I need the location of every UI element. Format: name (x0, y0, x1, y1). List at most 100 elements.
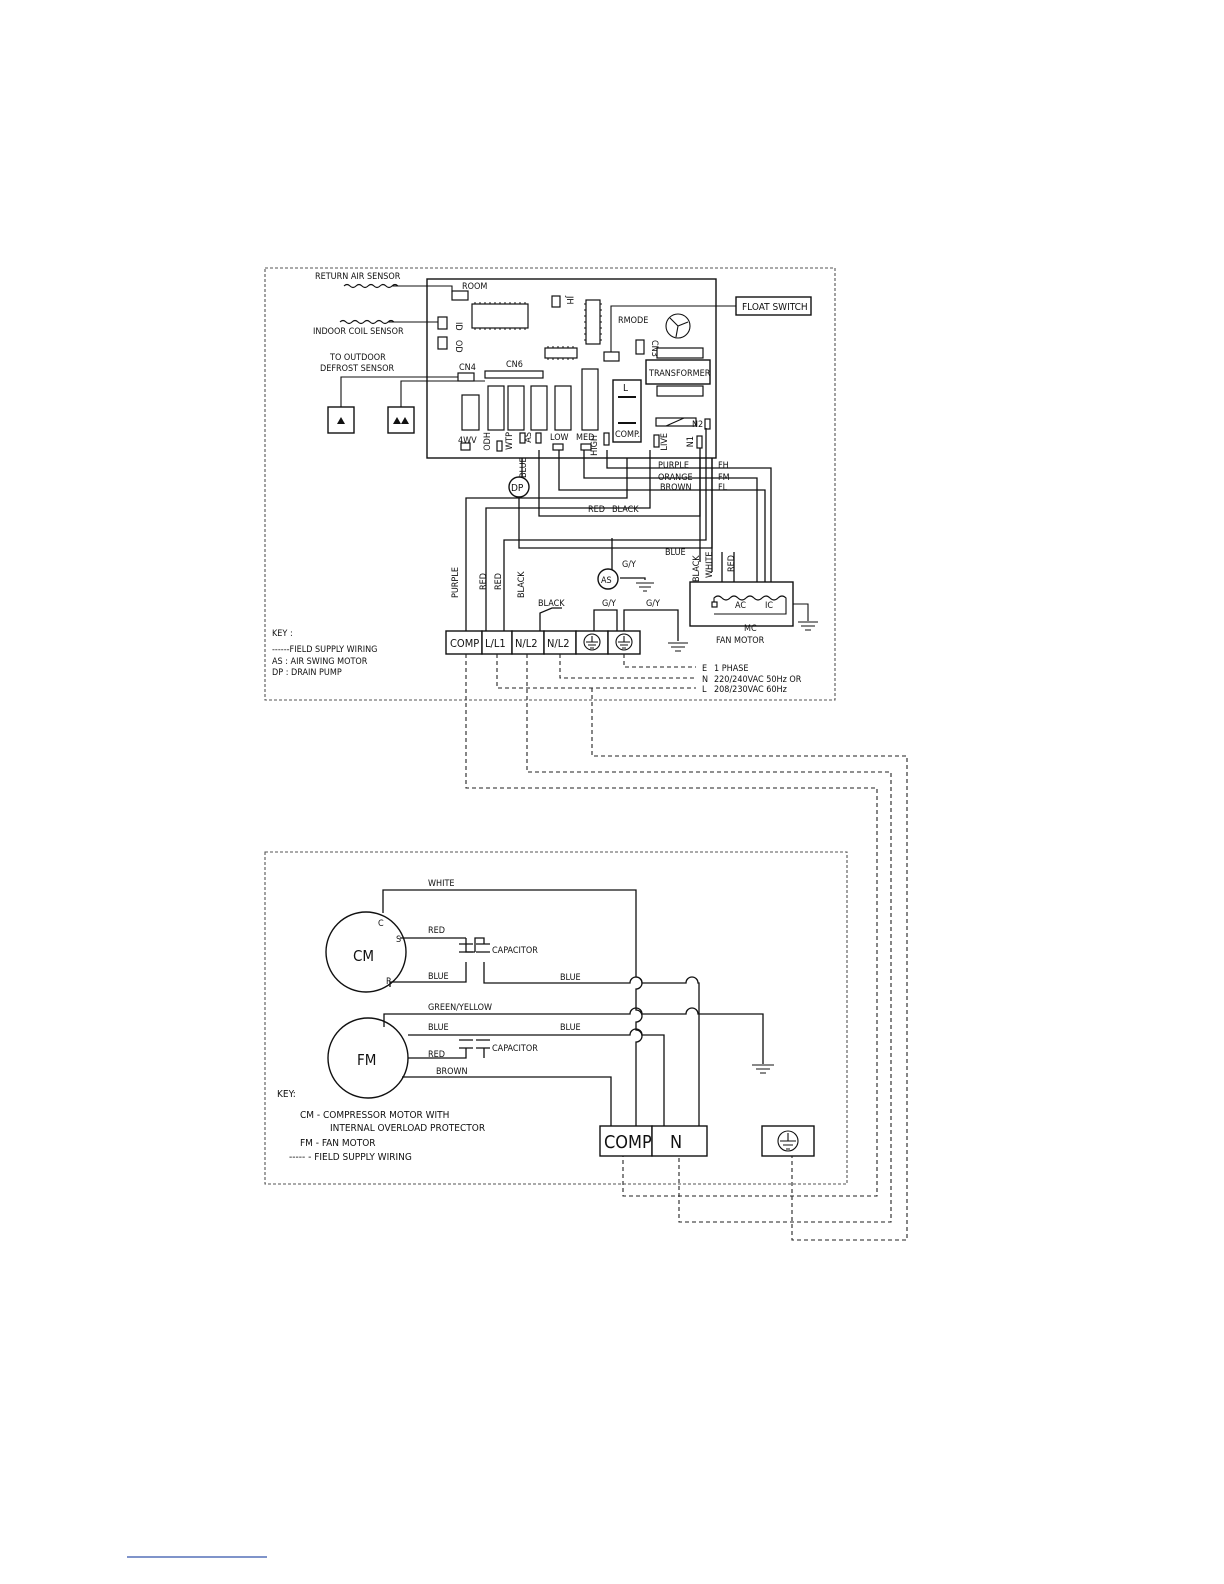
terminal-n-l2-2: N/L2 (547, 637, 570, 650)
fm-label: FM (357, 1051, 376, 1069)
indoor-coil-sensor-label: INDOOR COIL SENSOR (313, 327, 404, 337)
fan-motor-mc-label: MC (744, 624, 757, 634)
supply-l-text: 208/230VAC 60Hz (714, 685, 787, 695)
indoor-key-line-2: AS : AIR SWING MOTOR (272, 657, 368, 667)
supply-e-wire (623, 654, 696, 668)
defrost-sensor-label: DEFROST SENSOR (320, 364, 394, 374)
red-vertical-label-3: RED (727, 555, 737, 572)
terminal-n-l2-1: N/L2 (515, 637, 538, 650)
fan-motor-box (689, 581, 794, 627)
live-label: LIVE (660, 433, 670, 451)
comp-relay-label: COMP. (615, 430, 640, 440)
capacitor-2-symbol (459, 1039, 490, 1049)
outdoor-frame (264, 851, 848, 1185)
comp-relay-l-label: L (623, 383, 628, 394)
wtp-label: WTP (505, 432, 515, 450)
cm-label: CM (353, 947, 374, 965)
n2-label: N2 (692, 420, 703, 430)
to-outdoor-label: TO OUTDOOR (329, 353, 386, 363)
fm-label: FM (718, 473, 730, 483)
rmode-connector (603, 351, 620, 362)
cm-r-label: R (386, 977, 392, 987)
capacitor-2-label: CAPACITOR (492, 1044, 538, 1054)
outdoor-sensor-box-2 (387, 406, 415, 434)
cn4-label: CN4 (459, 363, 476, 373)
white-vertical-label: WHITE (705, 551, 715, 578)
supply-e-label: E (702, 664, 707, 674)
outdoor-unit: CM C S R FM WHITE RED BLUE CAPACITOR BLU… (264, 851, 848, 1185)
blue-wire-label-1: BLUE (519, 457, 529, 478)
gy-label-3: G/Y (646, 599, 660, 609)
outdoor-ground-icon (752, 1064, 774, 1074)
capacitor-1-symbol (459, 943, 490, 953)
black-vertical-label-2: BLACK (692, 555, 702, 582)
transformer-symbol-lines (669, 317, 689, 338)
chip-pins (474, 302, 602, 360)
fan-motor-ground-icon (798, 621, 818, 631)
red-vertical-label-1: RED (479, 573, 489, 590)
blue-wire-label-outdoor-2: BLUE (560, 973, 581, 983)
cn4-connector (457, 372, 475, 382)
med-label: MED (576, 433, 594, 443)
comp-relay-box (612, 379, 642, 443)
terminal-comp: COMP (450, 637, 479, 650)
red-wire-label-1: RED (588, 505, 605, 515)
black-wire-label-1: BLACK (612, 505, 639, 515)
blue-wire-label-outdoor-3: BLUE (428, 1023, 449, 1033)
float-switch-box (735, 296, 812, 316)
transformer-symbol (665, 313, 691, 339)
cn3-label: CN3 (649, 340, 659, 357)
cn3-connector (635, 339, 645, 355)
outdoor-wiring (382, 889, 764, 1126)
cm-c-label: C (378, 919, 384, 929)
purple-wire-label: PURPLE (658, 461, 689, 471)
room-connector (451, 290, 469, 301)
4wv-label: 4WV (458, 436, 477, 446)
cm-s-label: S (396, 935, 401, 945)
outdoor-key-title: KEY: (277, 1089, 296, 1100)
compressor-motor (325, 911, 407, 993)
red-vertical-label-2: RED (494, 573, 504, 590)
drain-pump (508, 476, 530, 498)
black-wire-label-2: BLACK (538, 599, 565, 609)
jh-label: JH (564, 295, 574, 304)
as-relay-label: AS (524, 432, 534, 443)
earth-terminal-icon-2 (615, 633, 633, 651)
blue-wire-label-outdoor-4: BLUE (560, 1023, 581, 1033)
fl-label: FL (718, 483, 728, 493)
indoor-key-line-1: ------FIELD SUPPLY WIRING (272, 645, 377, 655)
return-air-sensor (343, 283, 399, 289)
black-vertical-label: BLACK (517, 571, 527, 598)
outdoor-key-line-4: ----- - FIELD SUPPLY WIRING (289, 1152, 412, 1163)
fan-motor-coil (713, 595, 787, 615)
gy-label-1: G/Y (622, 560, 636, 570)
transformer-box (645, 359, 711, 385)
rmode-label: RMODE (618, 316, 648, 326)
fan-motor-ac-label: AC (735, 601, 746, 611)
low-label: LOW (550, 433, 569, 443)
blue-wire-label-outdoor-1: BLUE (428, 972, 449, 982)
white-wire-label: WHITE (428, 879, 455, 889)
capacitor-1-label: CAPACITOR (492, 946, 538, 956)
green-yellow-label: GREEN/YELLOW (428, 1003, 492, 1013)
fan-motor-ic-label: IC (765, 601, 773, 611)
air-swing-motor-label: AS (601, 576, 612, 586)
outdoor-terminal-n (651, 1125, 708, 1157)
supply-e-text: 1 PHASE (714, 664, 749, 674)
supply-l-label: L (702, 685, 707, 695)
ground-icon (636, 582, 688, 652)
defrost-sensor-wires (340, 376, 485, 407)
supply-n-wire (559, 654, 696, 679)
odh-label: ODH (483, 432, 493, 451)
double-triangle-icon (393, 417, 409, 424)
relay-blocks (461, 368, 599, 431)
indoor-coil-sensor (339, 319, 395, 325)
float-switch-wire (610, 305, 736, 352)
fan-motor-ground-wire (793, 603, 809, 621)
fan-motor-label: FAN MOTOR (716, 636, 765, 646)
terminal-l-l1: L/L1 (485, 637, 506, 650)
room-label: ROOM (462, 282, 487, 292)
gy-label-2: G/Y (602, 599, 616, 609)
earth-icon (777, 1130, 799, 1152)
